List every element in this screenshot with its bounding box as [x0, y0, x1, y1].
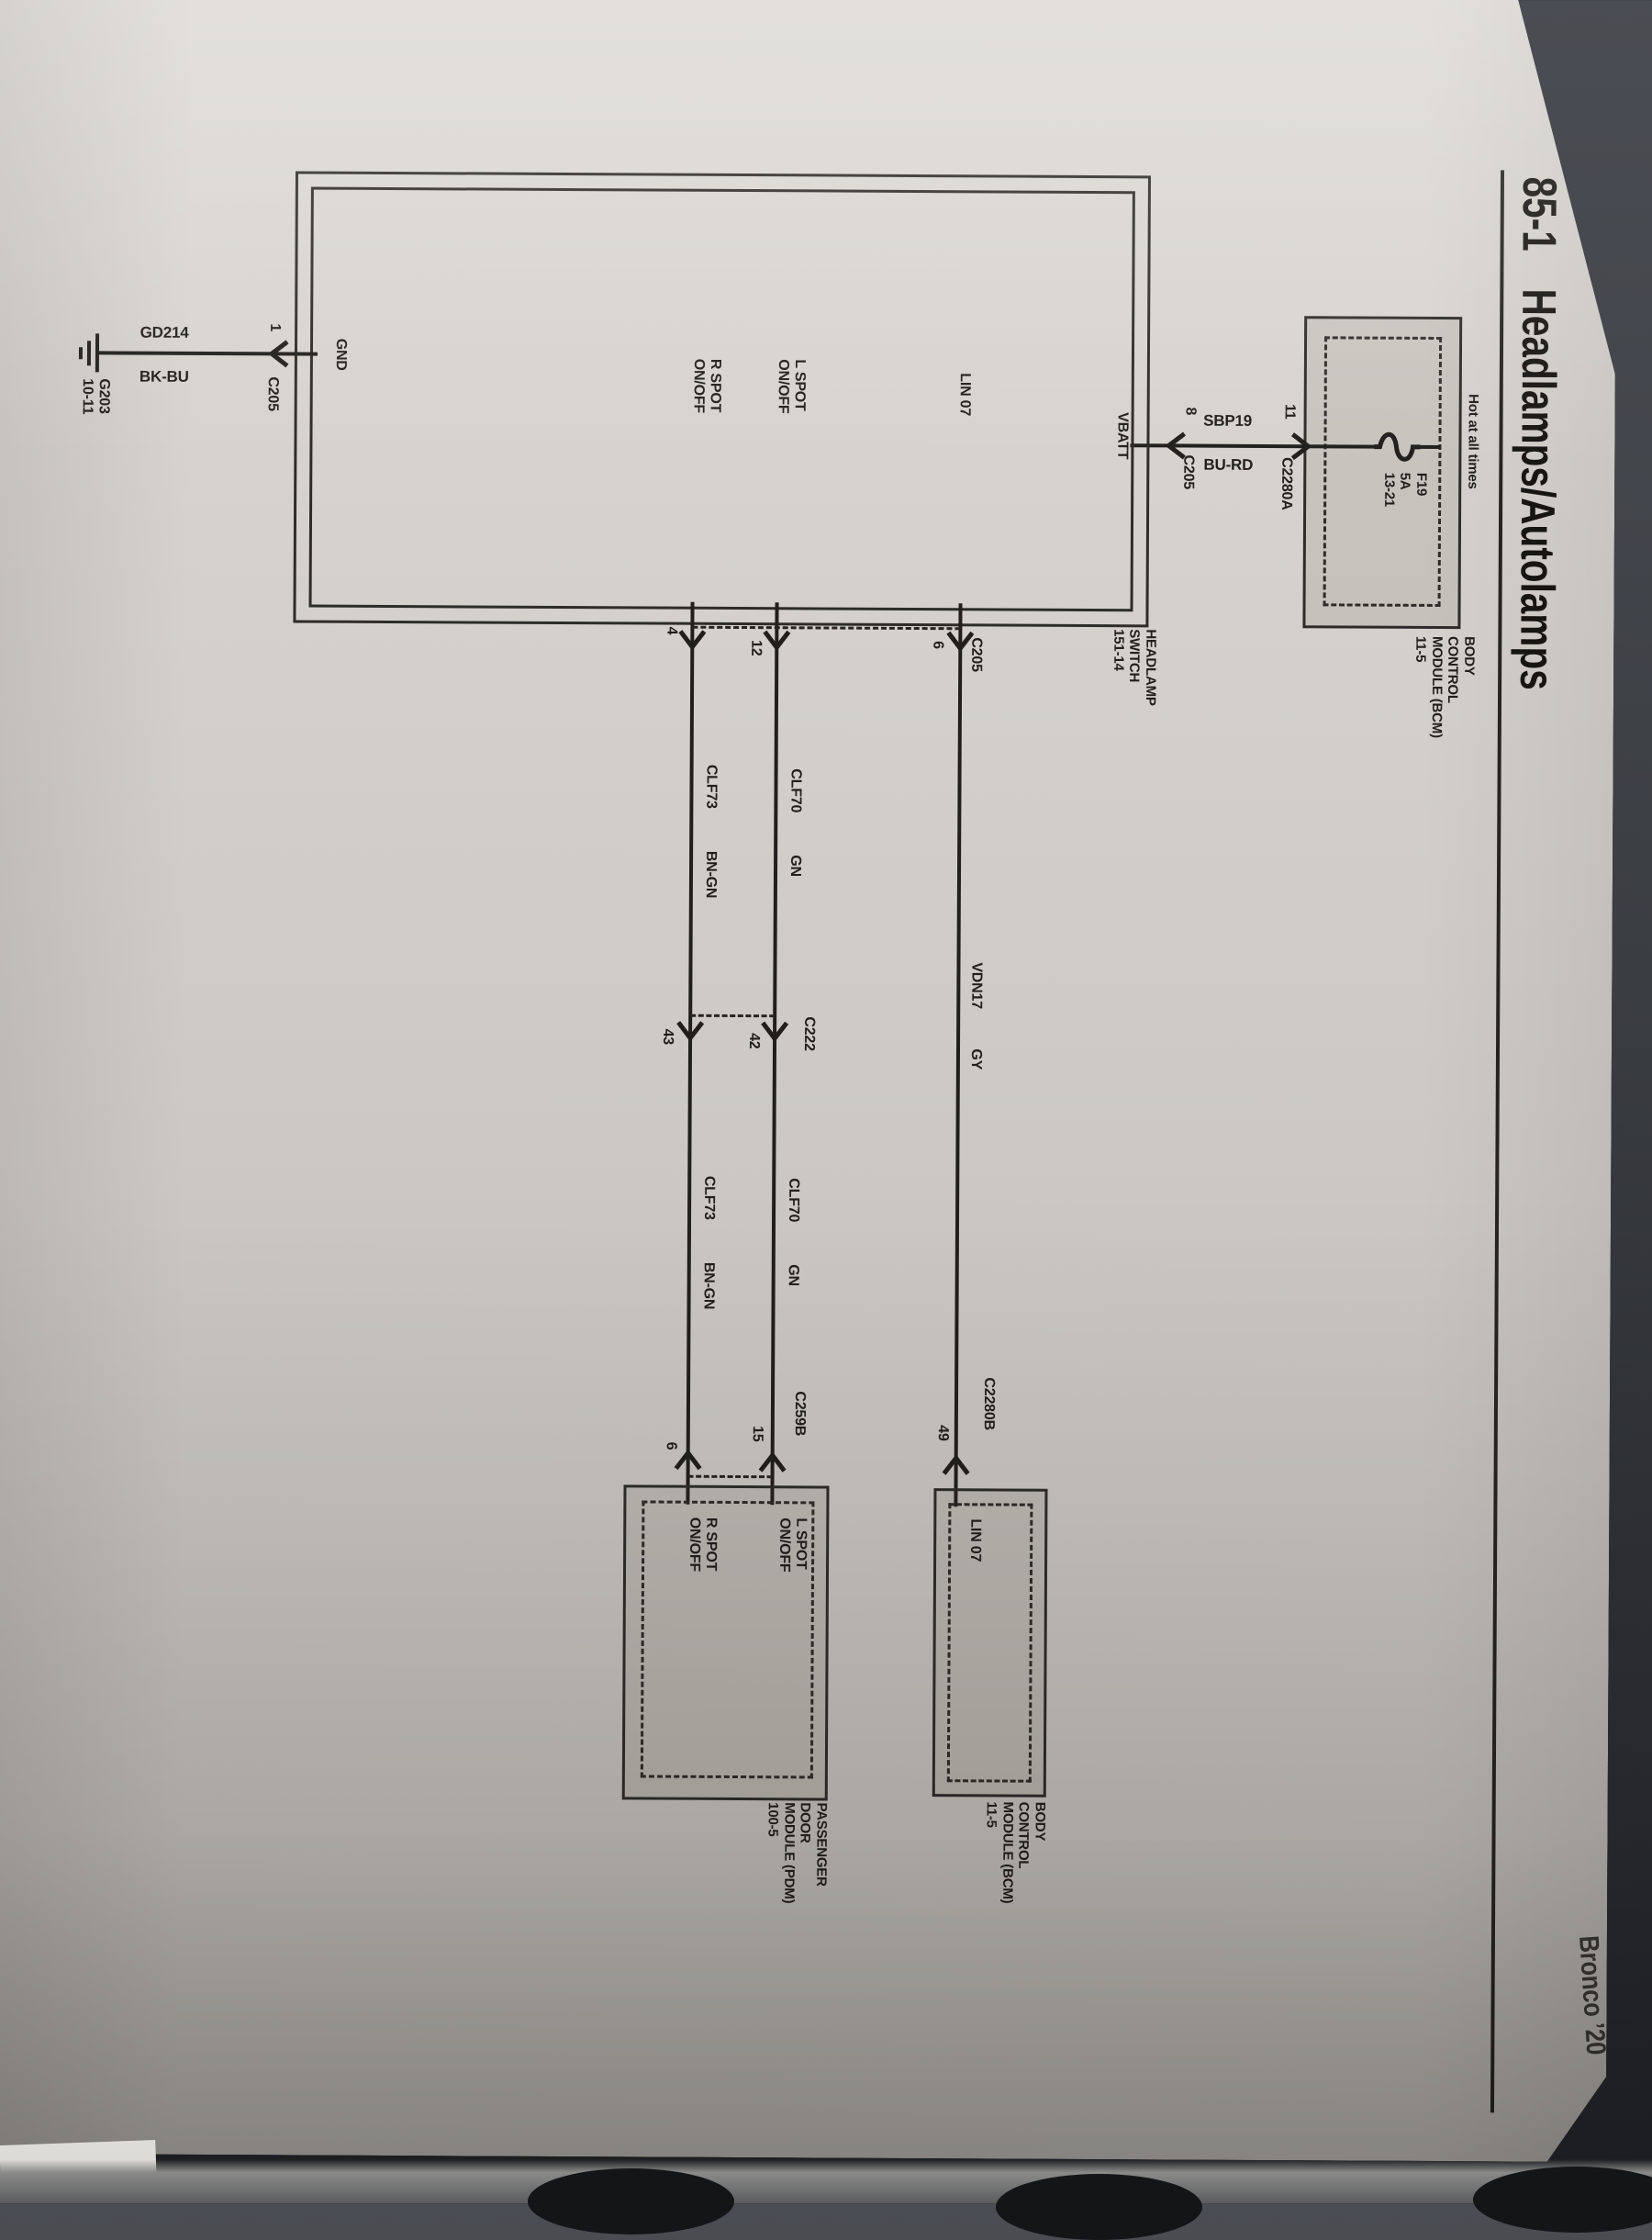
pin-number: 49 [934, 1425, 951, 1441]
switch-pin-rspot-onoff: ON/OFF [690, 358, 707, 414]
wire-circuit-label: CLF70 [786, 1178, 802, 1223]
pin-number: 43 [660, 1028, 676, 1046]
c205-connector-tie [692, 626, 960, 631]
bcm-top-module-label: BODY CONTROL MODULE (BCM) 11-5 [1412, 635, 1478, 738]
connector-name: C259B [791, 1391, 809, 1437]
ground-symbol-icon [87, 341, 91, 365]
wire-circuit-label: GD214 [140, 323, 189, 342]
pdm-pin-lspot: L SPOT [793, 1518, 809, 1570]
pin-number: 42 [746, 1033, 763, 1049]
wire-color-label: BK-BU [139, 367, 189, 386]
bcm-pin-label: LIN 07 [967, 1518, 984, 1562]
pdm-pin-lspot-onoff: ON/OFF [776, 1518, 793, 1573]
lin07-wire [954, 603, 962, 1506]
wire-color-label: GN [785, 1264, 801, 1286]
ground-id: G203 [95, 378, 112, 414]
connector-arrow-icon [757, 1451, 788, 1473]
ground-symbol-icon [79, 347, 83, 359]
manual-page: 85-1 Headlamps/Autolamps Bronco ’20 Hot … [0, 0, 1617, 2162]
connector-name: C205 [968, 637, 985, 672]
headlamp-switch-label: HEADLAMP SWITCH 151-14 [1111, 629, 1159, 706]
wire-circuit-label: SBP19 [1203, 411, 1253, 430]
ground-symbol-icon [95, 333, 99, 372]
fuse-icon [1374, 429, 1420, 465]
page-number: 85-1 [1512, 176, 1566, 252]
header-rule [1490, 170, 1504, 2112]
page-title: Headlamps/Autolamps [1510, 288, 1566, 690]
c222-connector-tie [690, 1014, 775, 1017]
wire-color-label: GN [787, 855, 804, 877]
connector-arrow-icon [675, 1020, 706, 1042]
switch-pin-lin07: LIN 07 [956, 373, 973, 417]
pin-number: 6 [930, 641, 946, 649]
connector-arrow-icon [944, 630, 976, 652]
pdm-pin-rspot-onoff: ON/OFF [686, 1517, 703, 1573]
wire-color-label: GY [967, 1048, 985, 1070]
connector-arrow-icon [759, 1020, 790, 1042]
pdm-module-label: PASSENGER DOOR MODULE (PDM) 100-5 [765, 1802, 830, 1904]
switch-pin-gnd: GND [332, 338, 350, 371]
bcm-module-label: BODY CONTROL MODULE (BCM) 11-5 [984, 1801, 1048, 1904]
c259b-connector-tie [688, 1475, 773, 1478]
connector-arrow-icon [941, 1454, 972, 1476]
ground-ref: 10-11 [79, 378, 95, 415]
hot-at-all-times-label: Hot at all times [1465, 394, 1481, 489]
rspot-wire [686, 602, 694, 1505]
binder-hole [528, 2168, 734, 2234]
bcm-power-inner-dashed-box [1323, 336, 1443, 607]
connector-name: C2280B [980, 1377, 998, 1430]
pin-number: 1 [267, 323, 284, 332]
pin-number: 8 [1182, 407, 1199, 416]
connector-name: C205 [264, 376, 281, 411]
connector-arrow-icon [676, 629, 708, 651]
switch-pin-vbatt: VBATT [1114, 412, 1131, 460]
wire-circuit-label: VDN17 [968, 962, 985, 1009]
binder-hole [1473, 2167, 1652, 2233]
wire-circuit-label: CLF70 [787, 768, 804, 813]
pin-number: 4 [664, 626, 680, 635]
connector-name: C222 [800, 1016, 818, 1051]
pdm-pin-rspot: R SPOT [703, 1517, 720, 1572]
connector-arrow-icon [761, 629, 792, 651]
switch-pin-lspot: L SPOT [791, 359, 808, 411]
connector-arrow-icon [1289, 431, 1312, 462]
lspot-wire [770, 602, 778, 1505]
wire-color-label: BU-RD [1203, 455, 1254, 474]
switch-pin-rspot: R SPOT [707, 358, 723, 413]
connector-arrow-icon [673, 1450, 704, 1472]
wire-circuit-label: CLF73 [701, 1175, 718, 1220]
pin-number: 12 [748, 640, 765, 656]
wire-circuit-label: CLF73 [703, 764, 720, 809]
pin-number: 15 [749, 1426, 765, 1442]
switch-pin-lspot-onoff: ON/OFF [775, 359, 791, 414]
binder-hole [996, 2174, 1202, 2240]
connector-arrow-icon [268, 338, 290, 369]
bcm-inner-dashed-box [947, 1503, 1033, 1782]
binder-strip [0, 2159, 1652, 2203]
wire-color-label: BN-GN [700, 1261, 717, 1310]
connector-arrow-icon [1165, 430, 1187, 461]
fuse-label: F19 5A 13-21 [1381, 472, 1430, 508]
book-edge-title: Bronco ’20 [1573, 1934, 1612, 2056]
pin-number: 11 [1281, 404, 1298, 420]
wire-color-label: BN-GN [702, 850, 720, 899]
connector-name: C2280A [1278, 457, 1295, 510]
